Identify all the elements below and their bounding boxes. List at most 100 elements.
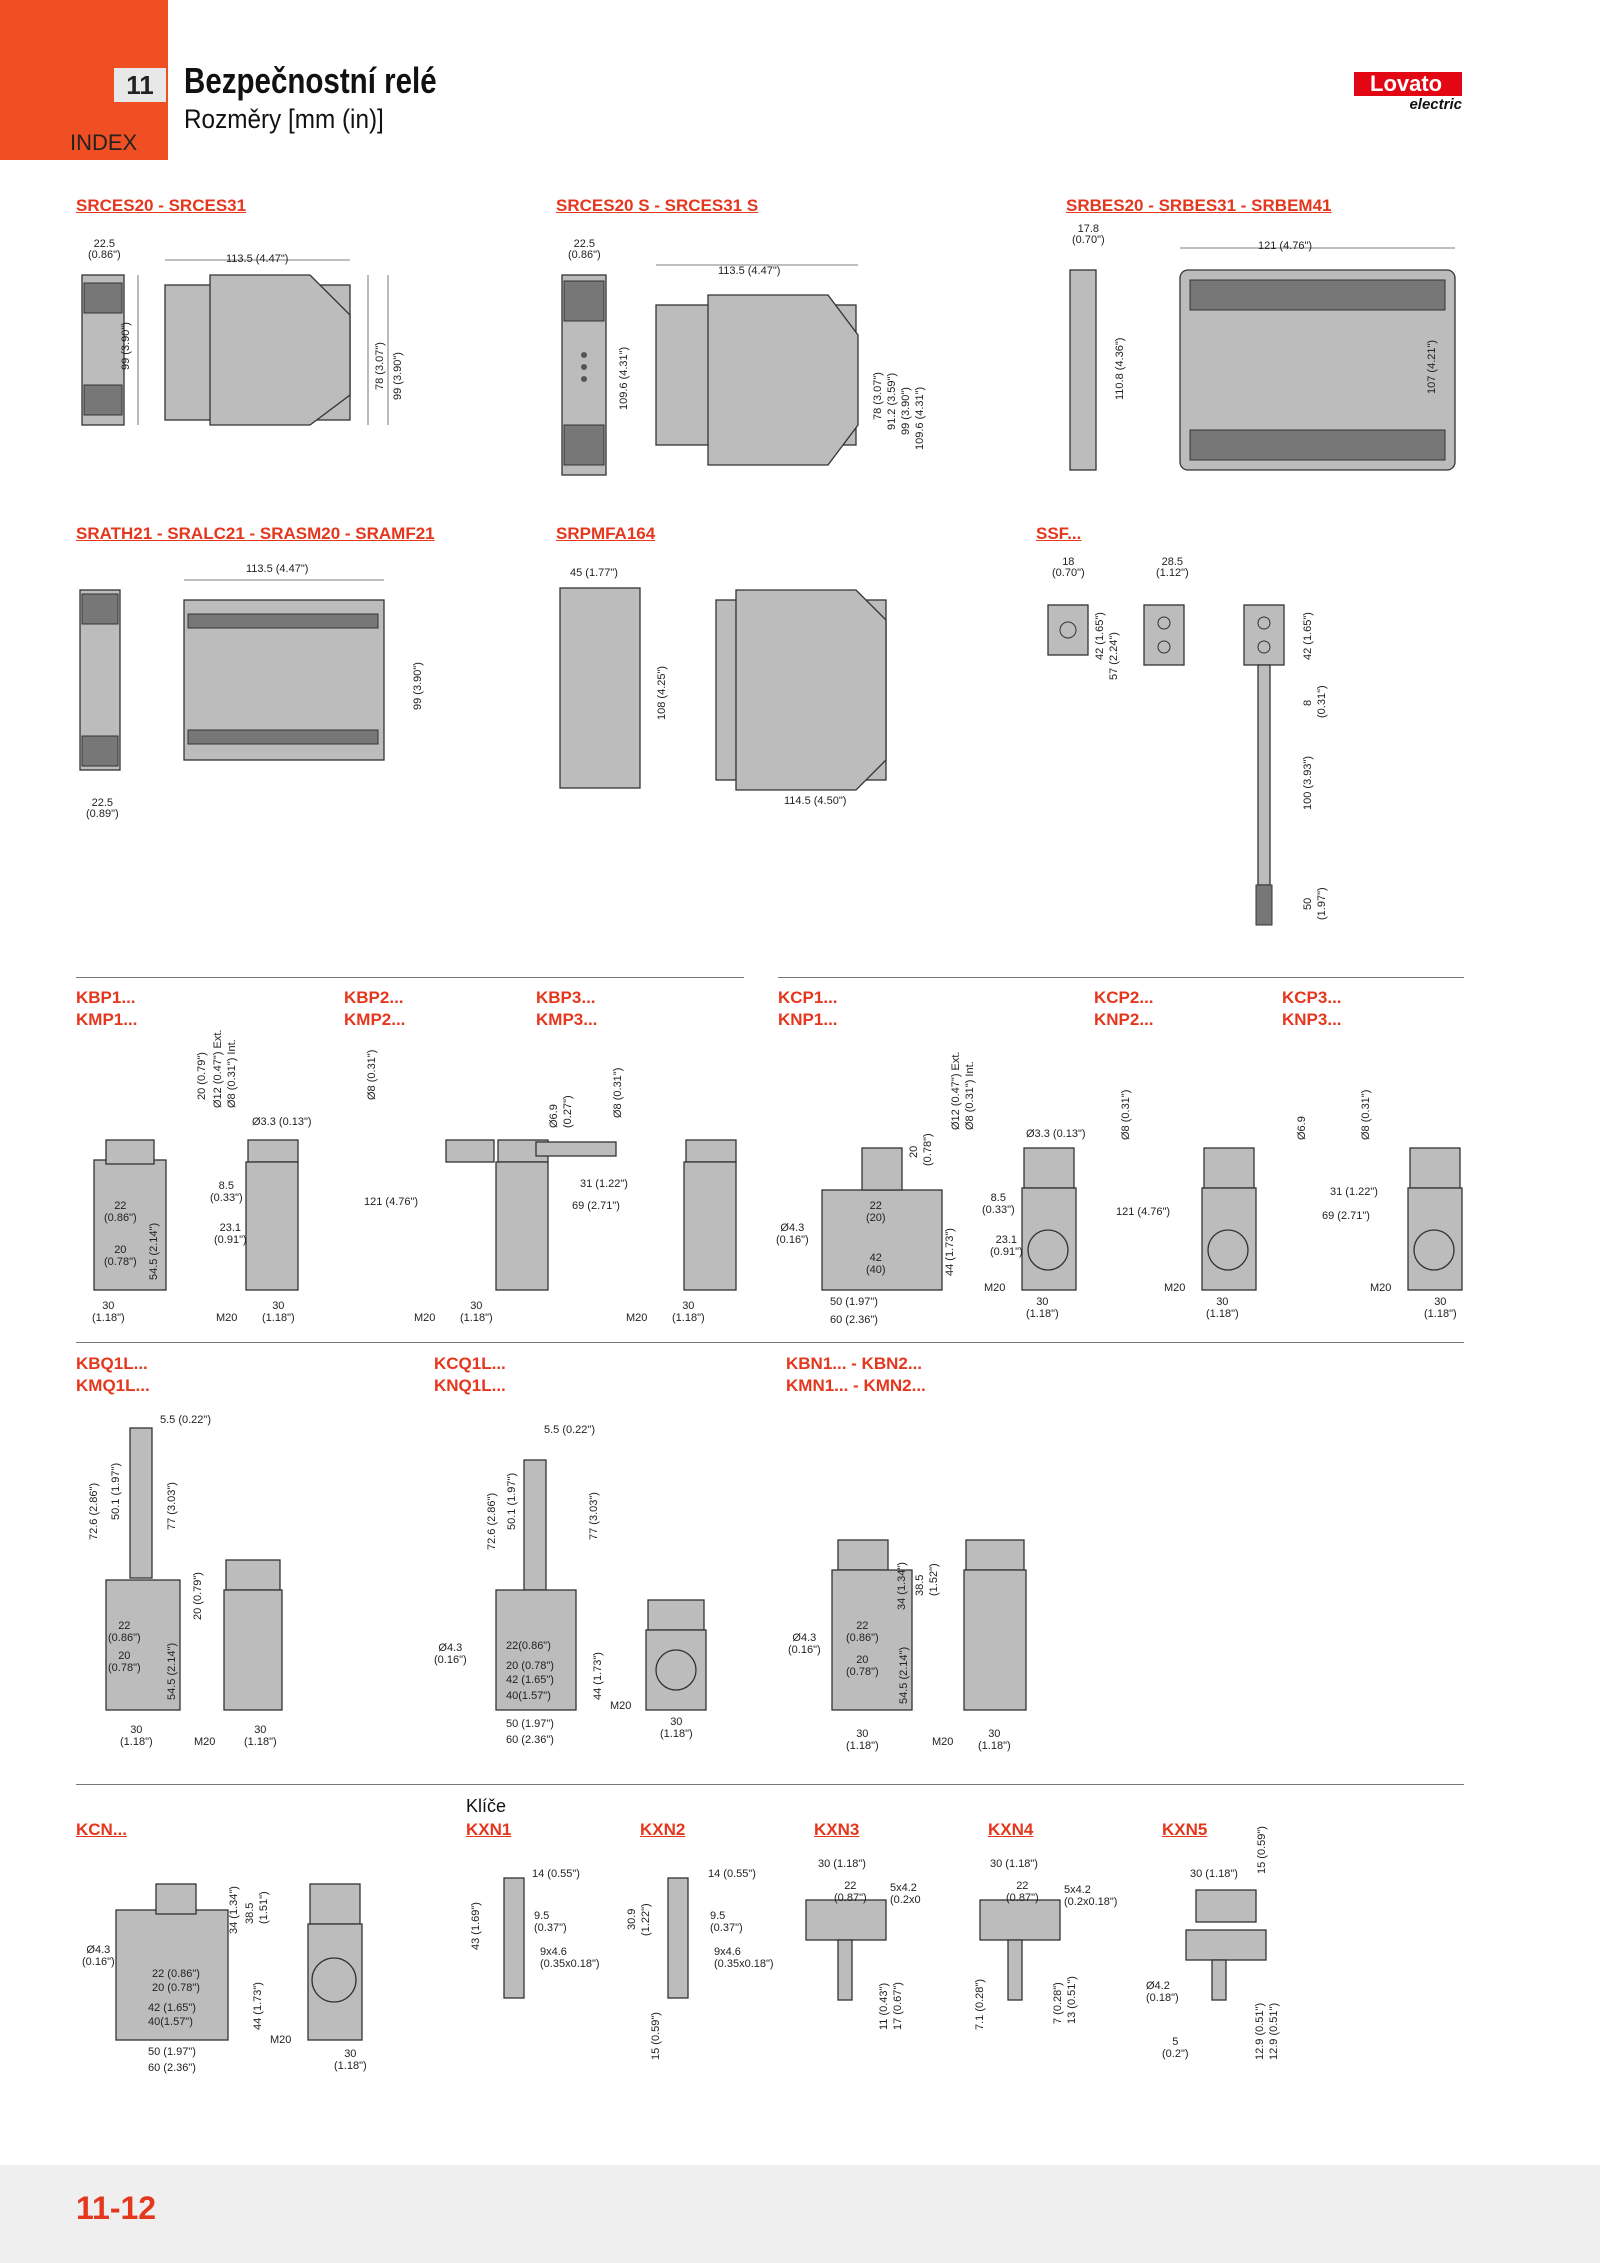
section-title-kcq1l: KCQ1L... bbox=[434, 1354, 506, 1373]
dim-o4-2: Ø4.2(0.18") bbox=[1146, 1980, 1179, 2004]
dim-34-b: 34 (1.34") bbox=[228, 1886, 240, 1934]
divider bbox=[76, 1342, 1464, 1343]
section-title-kbp2: KBP2... bbox=[344, 988, 404, 1007]
dim-31-b: 31 (1.22") bbox=[1330, 1186, 1378, 1198]
dim-17-8: 17.8(0.70") bbox=[1072, 223, 1105, 246]
dim-31-a: 31 (1.22") bbox=[580, 1178, 628, 1190]
dim-44-b: 44 (1.73") bbox=[592, 1652, 604, 1700]
section-title-kbp1: KBP1... bbox=[76, 988, 136, 1007]
dim-30-l: 30(1.18") bbox=[978, 1728, 1011, 1752]
dim-60-b: 60 (2.36") bbox=[506, 1734, 554, 1746]
m20-b: M20 bbox=[414, 1312, 436, 1324]
dim-1-52-a: (1.52") bbox=[928, 1563, 940, 1596]
dim-11: 11 (0.43") bbox=[878, 1982, 890, 2030]
dim-o4-3-d: Ø4.3(0.16") bbox=[82, 1944, 115, 1968]
dim-54-5-b: 54.5 (2.14") bbox=[166, 1642, 178, 1700]
kcn-keys-drawings bbox=[115, 1877, 1267, 2041]
dim-50-b: 50 (1.97") bbox=[830, 1296, 878, 1308]
dim-1-97: (1.97") bbox=[1316, 887, 1328, 920]
dim-72-6-a: 72.6 (2.86") bbox=[88, 1482, 100, 1540]
dim-20-a: 20 (0.79") bbox=[196, 1052, 208, 1100]
dim-7-1: 7.1 (0.28") bbox=[974, 1979, 986, 2030]
m20-d: M20 bbox=[984, 1282, 1006, 1294]
section-title-kmp3: KMP3... bbox=[536, 1010, 598, 1029]
dim-o4-3-b: Ø4.3(0.16") bbox=[434, 1642, 467, 1666]
dim-72-6-b: 72.6 (2.86") bbox=[486, 1492, 498, 1550]
dim-20-c: 20 bbox=[908, 1145, 920, 1158]
dim-60-a: 60 (2.36") bbox=[830, 1314, 878, 1326]
dim-22-h: 22(0.87") bbox=[1006, 1880, 1039, 1904]
dim-20-h: 20 (0.78") bbox=[152, 1982, 200, 1994]
dim-113-5-c: 113.5 (4.47") bbox=[246, 563, 309, 575]
dim-121-b: 121 (4.76") bbox=[364, 1196, 419, 1208]
section-title-kbn: KBN1... - KBN2... bbox=[786, 1354, 923, 1373]
dim-30-c: 30(1.18") bbox=[460, 1300, 493, 1324]
dim-109-6-b: 109.6 (4.31") bbox=[914, 386, 926, 450]
dim-o3-3-b: Ø3.3 (0.13") bbox=[1026, 1128, 1086, 1140]
m20-f: M20 bbox=[1370, 1282, 1392, 1294]
section-title-srces: SRCES20 - SRCES31 bbox=[76, 196, 247, 215]
dim-54-5-a: 54.5 (2.14") bbox=[148, 1222, 160, 1280]
footer-bar bbox=[0, 2165, 1600, 2263]
dim-9-5-b: 9.5(0.37") bbox=[710, 1910, 743, 1934]
section-title-srbes: SRBES20 - SRBES31 - SRBEM41 bbox=[1066, 196, 1332, 215]
dim-30-9: 30.9 bbox=[626, 1908, 638, 1930]
section-title-kxn3: KXN3 bbox=[814, 1820, 860, 1839]
index-link[interactable]: INDEX bbox=[70, 130, 138, 155]
dim-23-1: 23.1(0.91") bbox=[214, 1222, 247, 1246]
dim-8-5: 8.5(0.33") bbox=[210, 1180, 243, 1204]
dim-69-a: 69 (2.71") bbox=[572, 1200, 620, 1212]
section-title-kmn: KMN1... - KMN2... bbox=[786, 1376, 926, 1395]
dim-38-5-b: 38.5 bbox=[244, 1902, 256, 1924]
dim-113-5-b: 113.5 (4.47") bbox=[718, 265, 781, 277]
dim-1-22: (1.22") bbox=[640, 1903, 652, 1936]
dim-99-b: 99 (3.90") bbox=[392, 352, 404, 400]
dim-12-9-a: 12.9 (0.51") bbox=[1254, 2002, 1266, 2060]
dim-22-e: 22(0.86") bbox=[846, 1620, 879, 1644]
section-title-kcp1: KCP1... bbox=[778, 988, 838, 1007]
dim-o12-b: Ø12 (0.47") Ext. bbox=[950, 1051, 962, 1131]
dim-22-a: 22(0.86") bbox=[104, 1200, 137, 1224]
dim-50-1-b: 50.1 (1.97") bbox=[506, 1472, 518, 1530]
dim-o8-b: Ø8 (0.31") bbox=[612, 1067, 624, 1118]
dim-57: 57 (2.24") bbox=[1108, 632, 1120, 680]
divider bbox=[778, 977, 1464, 978]
dim-40-b: 40(1.57") bbox=[148, 2016, 193, 2028]
dim-7: 7 (0.28") bbox=[1052, 1982, 1064, 2024]
chapter-number: 11 bbox=[114, 68, 166, 102]
dim-o8-a: Ø8 (0.31") bbox=[366, 1049, 378, 1100]
dim-15-a: 15 (0.59") bbox=[650, 2012, 662, 2060]
dim-22-d: 22(0.86") bbox=[506, 1640, 551, 1652]
dim-5x4-2-b: 5x4.2(0.2x0.18") bbox=[1064, 1884, 1118, 1908]
dim-20-g: 20(0.78") bbox=[846, 1654, 879, 1678]
dim-9-5-a: 9.5(0.37") bbox=[534, 1910, 567, 1934]
section-title-knp2: KNP2... bbox=[1094, 1010, 1154, 1029]
ssf-drawing bbox=[1047, 604, 1285, 926]
dim-107: 107 (4.21") bbox=[1426, 339, 1438, 394]
dim-43: 43 (1.69") bbox=[470, 1902, 482, 1950]
section-title-srath: SRATH21 - SRALC21 - SRASM20 - SRAMF21 bbox=[76, 524, 435, 543]
dim-30-p: 30 (1.18") bbox=[1190, 1868, 1238, 1880]
dim-100: 100 (3.93") bbox=[1302, 755, 1314, 810]
section-title-knp3: KNP3... bbox=[1282, 1010, 1342, 1029]
dim-114-5: 114.5 (4.50") bbox=[784, 795, 847, 807]
m20-h: M20 bbox=[610, 1700, 632, 1712]
dim-13: 13 (0.51") bbox=[1066, 1976, 1078, 2024]
dim-30-k: 30(1.18") bbox=[846, 1728, 879, 1752]
page-number: 11-12 bbox=[76, 2190, 157, 2226]
srces-s-drawing bbox=[561, 264, 859, 476]
dim-o8-int: Ø8 (0.31") Int. bbox=[226, 1039, 238, 1108]
dim-o12: Ø12 (0.47") Ext. bbox=[212, 1029, 224, 1109]
m20-c: M20 bbox=[626, 1312, 648, 1324]
dim-42-c: 42(40) bbox=[866, 1252, 886, 1276]
logo-sub: electric bbox=[1409, 96, 1462, 113]
dim-o8-d: Ø8 (0.31") bbox=[1360, 1089, 1372, 1140]
dim-108: 108 (4.25") bbox=[656, 665, 668, 720]
dim-9x4-6-a: 9x4.6(0.35x0.18") bbox=[540, 1946, 600, 1970]
dim-22-5-c: 22.5(0.89") bbox=[86, 797, 119, 820]
dim-91-2: 91.2 (3.59") bbox=[886, 372, 898, 430]
srces-drawing bbox=[81, 259, 389, 426]
dim-42-e: 42 (1.65") bbox=[148, 2002, 196, 2014]
dim-14-a: 14 (0.55") bbox=[532, 1868, 580, 1880]
srath-drawing bbox=[79, 579, 385, 771]
